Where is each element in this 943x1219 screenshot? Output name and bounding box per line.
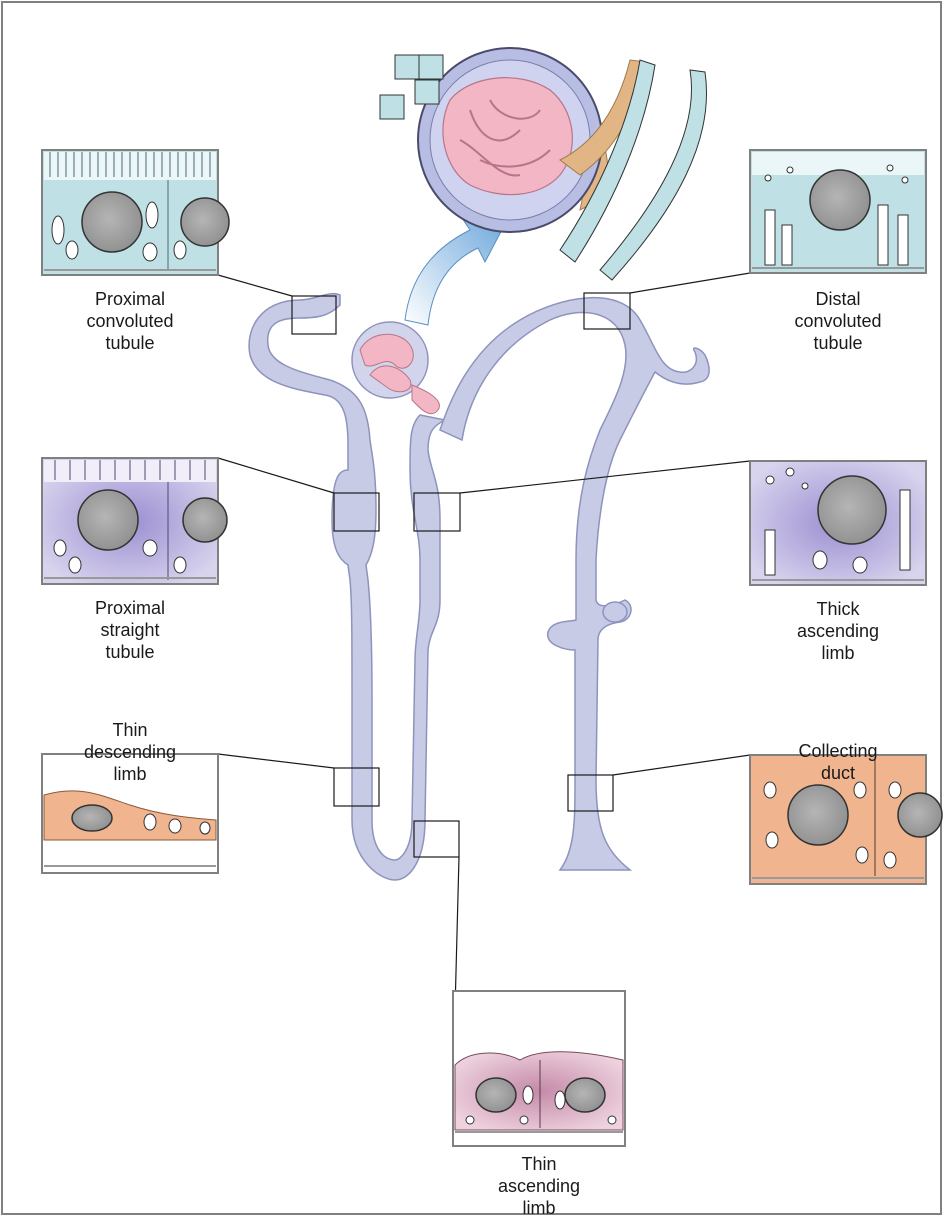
label-proximal-straight-tubule: Proximal straight tubule — [40, 597, 220, 663]
label-collecting-duct: Collecting duct — [748, 740, 928, 784]
label-thick-ascending-limb: Thick ascending limb — [748, 598, 928, 664]
panel-thin-ascending — [453, 991, 625, 1146]
label-thin-descending-limb: Thin descending limb — [40, 719, 220, 785]
label-proximal-convoluted-tubule: Proximal convoluted tubule — [40, 288, 220, 354]
glomerulus-small — [352, 322, 439, 414]
panel-proximal-convoluted — [42, 150, 229, 275]
nephron-tubule — [249, 294, 709, 880]
label-thin-ascending-limb: Thin ascending limb — [453, 1153, 625, 1219]
panel-thick-ascending — [750, 461, 926, 585]
panel-distal-convoluted — [750, 150, 926, 273]
magnification-arrow — [405, 218, 505, 325]
glomerulus-enlarged — [380, 48, 707, 280]
panel-proximal-straight — [42, 458, 227, 584]
label-distal-convoluted-tubule: Distal convoluted tubule — [748, 288, 928, 354]
